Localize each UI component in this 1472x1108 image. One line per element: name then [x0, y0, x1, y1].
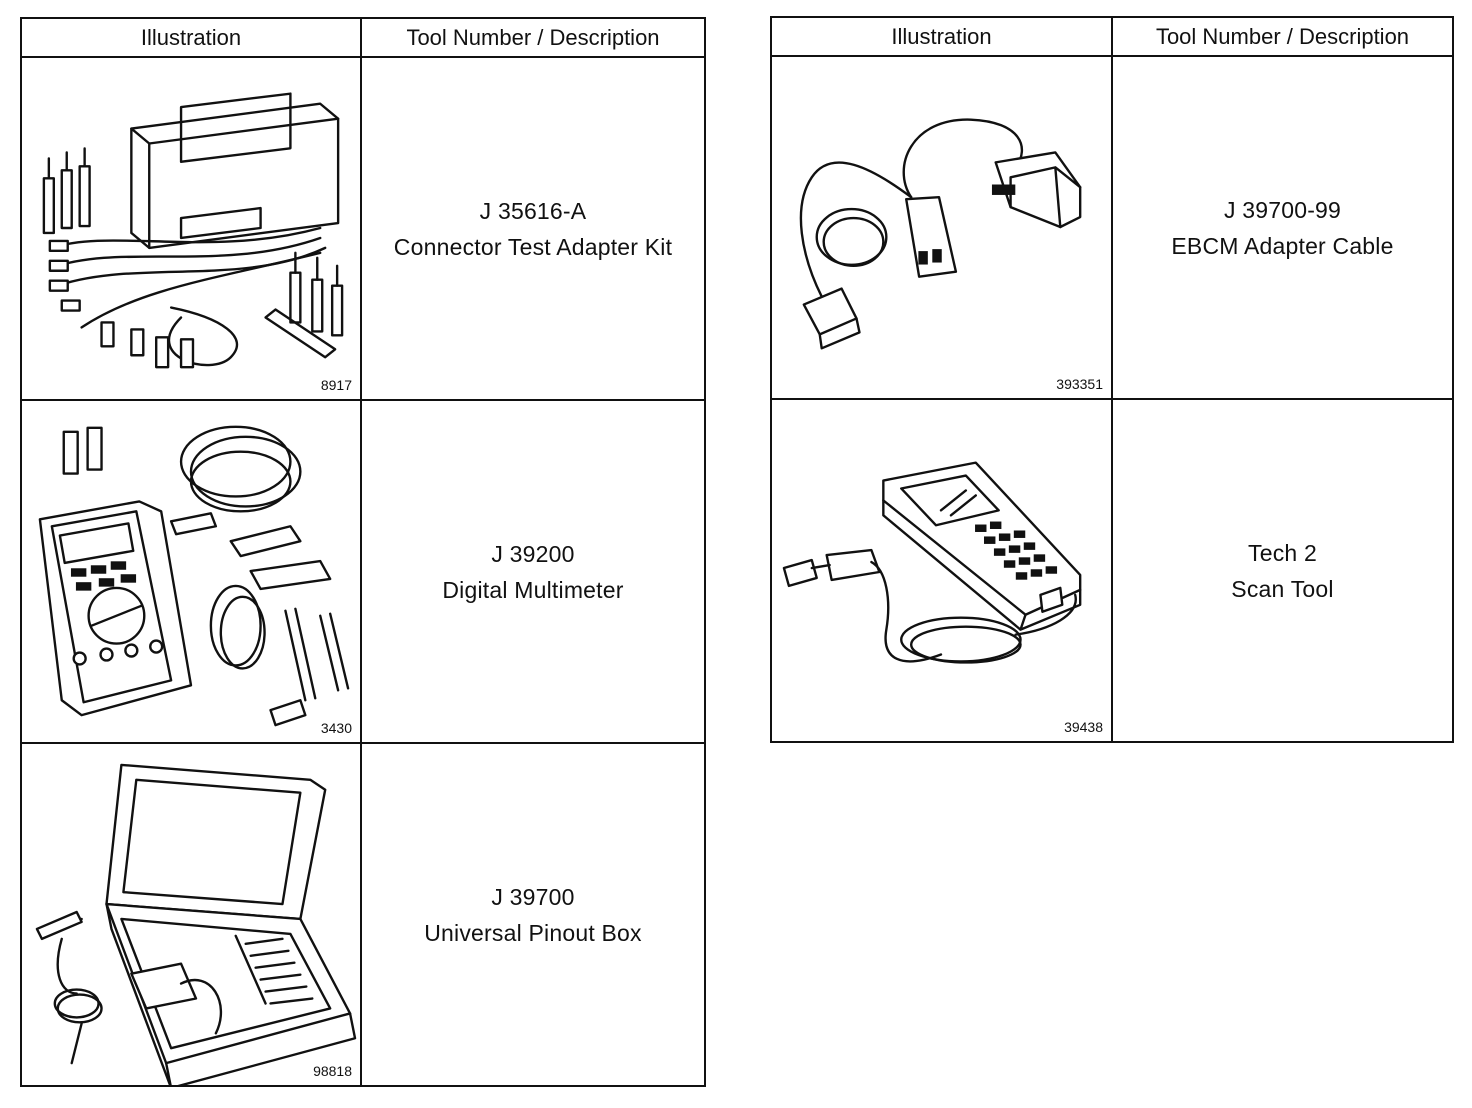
figure-number: 39438	[1064, 719, 1103, 735]
table-row: 98818 J 39700 Universal Pinout Box	[20, 742, 706, 1087]
tool-header: Tool Number / Description	[360, 17, 706, 58]
table-row: 8917 J 35616-A Connector Test Adapter Ki…	[20, 56, 706, 401]
tool-number: J 39700-99	[1223, 196, 1342, 223]
figure-number: 98818	[313, 1063, 352, 1079]
figure-number: 3430	[320, 720, 352, 736]
table-row: 3430 J 39200 Digital Multimeter	[20, 399, 706, 744]
tool-number: J 39200	[491, 540, 575, 567]
tool-cell: J 39700 Universal Pinout Box	[360, 742, 706, 1087]
tool-cell: Tech 2 Scan Tool	[1111, 398, 1454, 743]
scan-tool-illustration-icon	[782, 461, 1082, 664]
illustration-header: Illustration	[20, 17, 362, 58]
header-row: Illustration Tool Number / Description	[20, 17, 706, 58]
illustration-header: Illustration	[770, 16, 1113, 57]
header-row: Illustration Tool Number / Description	[770, 16, 1454, 57]
illustration-cell: 8917	[20, 56, 362, 401]
tool-number: Tech 2	[1248, 539, 1317, 566]
tool-cell: J 35616-A Connector Test Adapter Kit	[360, 56, 706, 401]
adapter-kit-illustration-icon	[42, 92, 344, 369]
table-row: 39438 Tech 2 Scan Tool	[770, 398, 1454, 743]
illustration-cell: 3430	[20, 399, 362, 744]
figure-number: 8917	[320, 377, 352, 393]
multimeter-illustration-icon	[38, 425, 350, 727]
tool-cell: J 39200 Digital Multimeter	[360, 399, 706, 744]
adapter-cable-illustration-icon	[799, 118, 1082, 350]
illustration-cell: 39438	[770, 398, 1113, 743]
tool-cell: J 39700-99 EBCM Adapter Cable	[1111, 55, 1454, 400]
tool-description: Connector Test Adapter Kit	[393, 233, 673, 260]
illustration-cell: 393351	[770, 55, 1113, 400]
figure-number: 393351	[1056, 376, 1103, 392]
tool-number: J 35616-A	[479, 197, 587, 224]
pinout-box-illustration-icon	[35, 763, 357, 1084]
tool-description: Universal Pinout Box	[424, 919, 642, 946]
table-row: 393351 J 39700-99 EBCM Adapter Cable	[770, 55, 1454, 400]
tool-description: Digital Multimeter	[442, 576, 624, 603]
tool-number: J 39700	[491, 883, 575, 910]
tool-header: Tool Number / Description	[1111, 16, 1454, 57]
illustration-cell: 98818	[20, 742, 362, 1087]
right-tool-table: Illustration Tool Number / Description	[770, 16, 1454, 743]
tool-description: EBCM Adapter Cable	[1171, 232, 1394, 259]
tool-description: Scan Tool	[1231, 575, 1334, 602]
left-tool-table: Illustration Tool Number / Description	[20, 17, 706, 1087]
